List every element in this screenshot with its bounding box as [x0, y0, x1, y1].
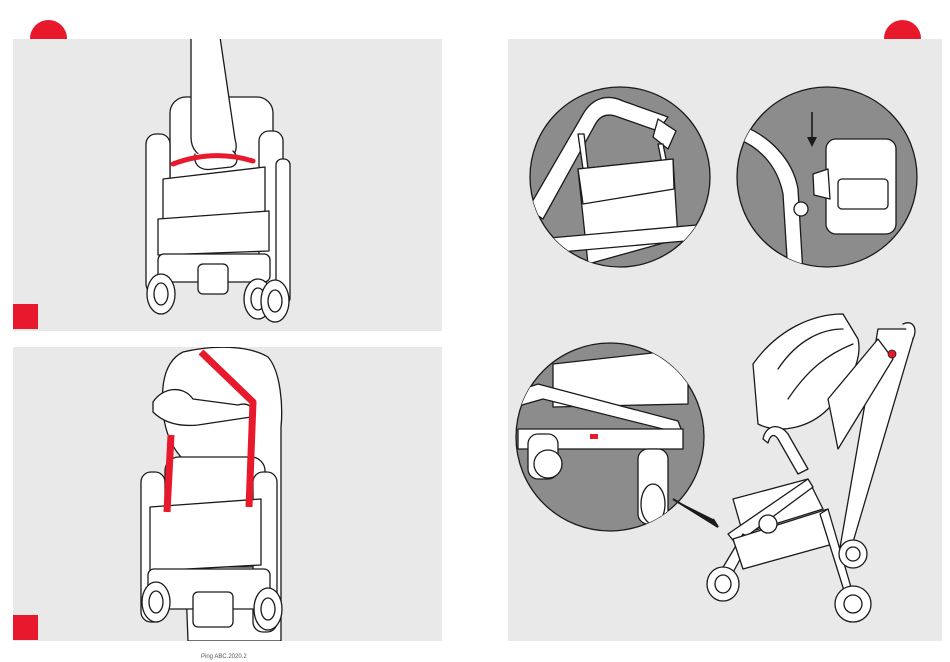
fold-button-red-marker: [888, 350, 896, 358]
stroller-folded-hand-carry: [13, 39, 442, 331]
stroller-folded-strap-carry: [13, 347, 442, 641]
bag-attachment-details: [508, 39, 942, 641]
footer-text: Ping ABC.2020.2: [201, 654, 247, 660]
illustration-carry-by-strap: [13, 347, 442, 641]
detail-bag-on-handlebar: [528, 87, 710, 267]
section-marker-b: [13, 615, 38, 640]
detail-hook-attach: [737, 87, 917, 274]
detail-brake-pedal: [508, 343, 704, 531]
brake-red-marker: [590, 434, 598, 439]
section-marker-a: [13, 304, 38, 329]
illustration-bag-attachment: [508, 39, 942, 641]
stroller-full-view: [707, 314, 915, 622]
illustration-carry-by-handle: [13, 39, 442, 331]
